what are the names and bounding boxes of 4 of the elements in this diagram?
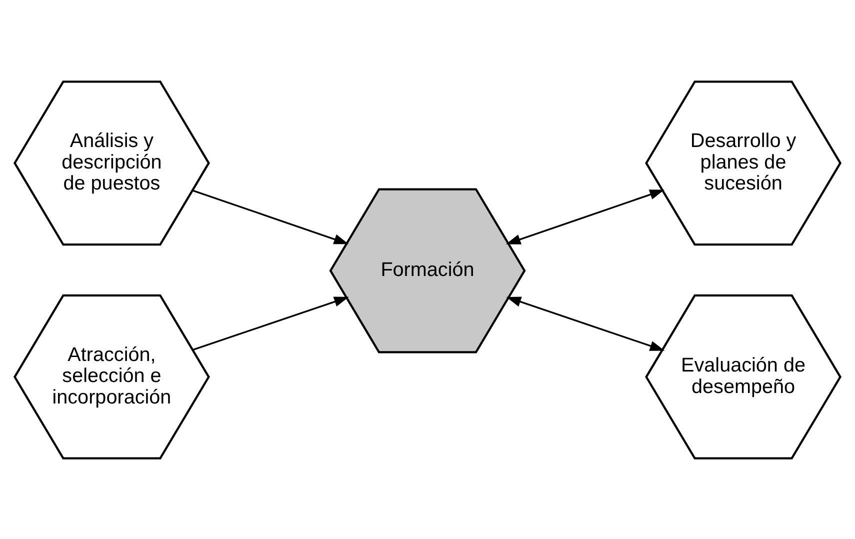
arrow: [192, 296, 349, 350]
arrow: [506, 189, 664, 244]
arrow: [192, 189, 349, 244]
arrow: [506, 296, 665, 350]
